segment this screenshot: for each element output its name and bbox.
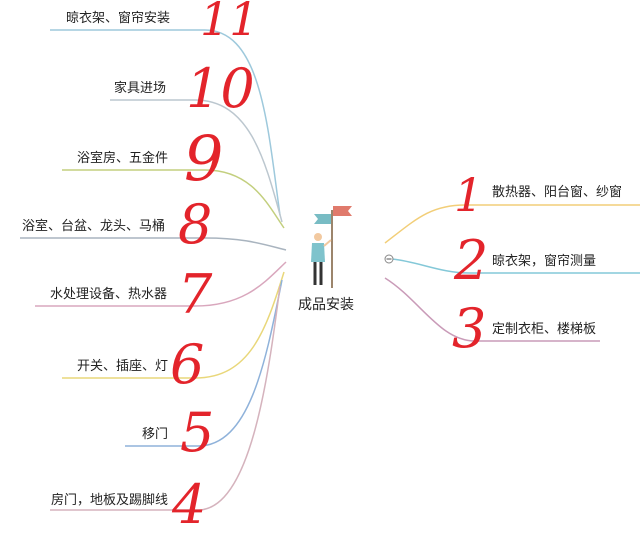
handwritten-number-6: 6 [170, 333, 205, 396]
branch-line-9 [62, 169, 285, 229]
handwritten-number-2: 2 [454, 229, 489, 292]
topic-label-5[interactable]: 移门 [142, 427, 169, 442]
handwritten-number-4: 4 [172, 473, 207, 536]
topic-label-8[interactable]: 浴室、台盆、龙头、马桶 [22, 219, 166, 234]
branch-line-2 [391, 258, 640, 274]
topic-label-11[interactable]: 晾衣架、窗帘安装 [66, 11, 171, 26]
branch-line-1 [384, 204, 640, 244]
topic-label-6[interactable]: 开关、插座、灯 [77, 359, 169, 374]
handwritten-number-5: 5 [180, 401, 215, 464]
topic-label-7[interactable]: 水处理设备、热水器 [50, 287, 168, 302]
branch-line-3 [384, 277, 600, 342]
handwritten-number-10: 10 [186, 57, 255, 120]
handwritten-number-8: 8 [178, 193, 213, 256]
branch-line-8 [20, 237, 287, 251]
handwritten-number-1: 1 [454, 168, 484, 222]
handwritten-number-3: 3 [452, 297, 487, 360]
person-with-flag-icon [311, 206, 352, 288]
handwritten-number-7: 7 [178, 263, 213, 326]
branch-line-7 [35, 261, 287, 307]
topic-label-2[interactable]: 晾衣架，窗帘测量 [492, 254, 597, 269]
handwritten-number-9: 9 [184, 122, 224, 195]
topic-label-1[interactable]: 散热器、阳台窗、纱窗 [492, 185, 623, 200]
mind-map-canvas [20, 29, 640, 511]
topic-label-9[interactable]: 浴室房、五金件 [77, 151, 169, 166]
branch-line-4 [50, 285, 281, 511]
center-topic[interactable]: 成品安装 [298, 297, 354, 313]
handwritten-number-11: 11 [200, 0, 259, 46]
branch-line-11 [50, 29, 281, 216]
branch-line-6 [62, 271, 285, 379]
branch-line-5 [125, 279, 283, 447]
topic-label-10[interactable]: 家具进场 [114, 81, 167, 96]
topic-label-3[interactable]: 定制衣柜、楼梯板 [492, 322, 597, 337]
branch-line-10 [110, 99, 283, 223]
topic-label-4[interactable]: 房门，地板及踢脚线 [51, 493, 169, 508]
